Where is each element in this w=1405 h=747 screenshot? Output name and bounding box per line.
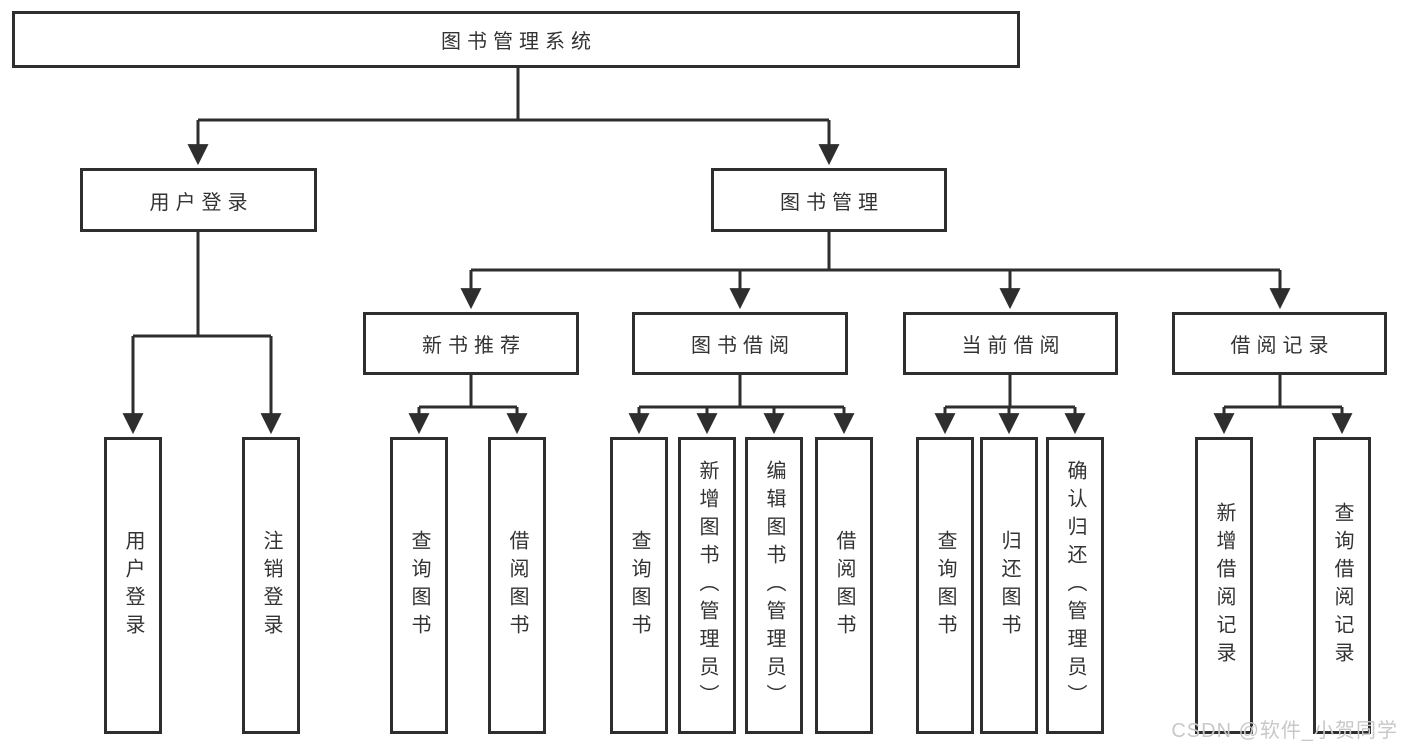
- csdn-watermark: CSDN @软件_小贺同学: [1171, 720, 1398, 742]
- leaf-bb-borrow-book-label: 借阅图书: [833, 529, 855, 642]
- node-book-management: 图书管理: [711, 168, 947, 232]
- node-borrow-record-label: 借阅记录: [1230, 335, 1335, 357]
- leaf-bb-query-book-label: 查询图书: [628, 529, 650, 642]
- leaf-bb-add-book-admin-label: 新增图书（管理员）: [696, 459, 718, 712]
- connector-book-management-branch: [471, 232, 1280, 272]
- leaf-nb-borrow-book: 借阅图书: [488, 437, 546, 734]
- node-borrow-record: 借阅记录: [1172, 312, 1387, 375]
- leaf-br-query-record-label: 查询借阅记录: [1331, 501, 1353, 670]
- leaf-logout: 注销登录: [242, 437, 300, 734]
- leaf-nb-query-book: 查询图书: [390, 437, 448, 734]
- connector-current-borrow-branch: [945, 375, 1075, 409]
- leaf-cb-query-book-label: 查询图书: [934, 529, 956, 642]
- leaf-user-login-label: 用户登录: [122, 529, 144, 642]
- node-current-borrow: 当前借阅: [903, 312, 1118, 375]
- leaf-bb-query-book: 查询图书: [610, 437, 668, 734]
- leaf-user-login: 用户登录: [104, 437, 162, 734]
- leaf-cb-confirm-return-admin-label: 确认归还（管理员）: [1064, 459, 1086, 712]
- connector-new-book-branch: [419, 375, 517, 409]
- leaf-br-query-record: 查询借阅记录: [1313, 437, 1371, 734]
- leaf-cb-confirm-return-admin: 确认归还（管理员）: [1046, 437, 1104, 734]
- leaf-bb-edit-book-admin-label: 编辑图书（管理员）: [763, 459, 785, 712]
- leaf-bb-edit-book-admin: 编辑图书（管理员）: [745, 437, 803, 734]
- node-current-borrow-label: 当前借阅: [961, 335, 1066, 357]
- leaf-bb-add-book-admin: 新增图书（管理员）: [678, 437, 736, 734]
- leaf-bb-borrow-book: 借阅图书: [815, 437, 873, 734]
- node-root-system-label: 图书管理系统: [441, 31, 597, 53]
- node-user-login-label: 用户登录: [149, 191, 254, 214]
- leaf-cb-return-book: 归还图书: [980, 437, 1038, 734]
- node-book-borrow: 图书借阅: [632, 312, 848, 375]
- node-user-login: 用户登录: [80, 168, 317, 232]
- leaf-br-add-record: 新增借阅记录: [1195, 437, 1253, 734]
- node-new-book-recommend-label: 新书推荐: [422, 335, 526, 357]
- node-book-management-label: 图书管理: [780, 191, 884, 214]
- node-new-book-recommend: 新书推荐: [363, 312, 579, 375]
- node-book-borrow-label: 图书借阅: [691, 335, 795, 357]
- connector-user-login-branch: [133, 232, 271, 338]
- leaf-cb-query-book: 查询图书: [916, 437, 974, 734]
- leaf-nb-query-book-label: 查询图书: [408, 529, 430, 642]
- connector-borrow-record-branch: [1224, 375, 1342, 409]
- connector-book-borrow-branch: [639, 375, 844, 409]
- node-root-system: 图书管理系统: [12, 11, 1020, 68]
- connector-root-trunk: [198, 68, 829, 122]
- leaf-cb-return-book-label: 归还图书: [998, 529, 1020, 642]
- leaf-nb-borrow-book-label: 借阅图书: [506, 529, 528, 642]
- leaf-br-add-record-label: 新增借阅记录: [1213, 501, 1235, 670]
- leaf-logout-label: 注销登录: [260, 529, 282, 642]
